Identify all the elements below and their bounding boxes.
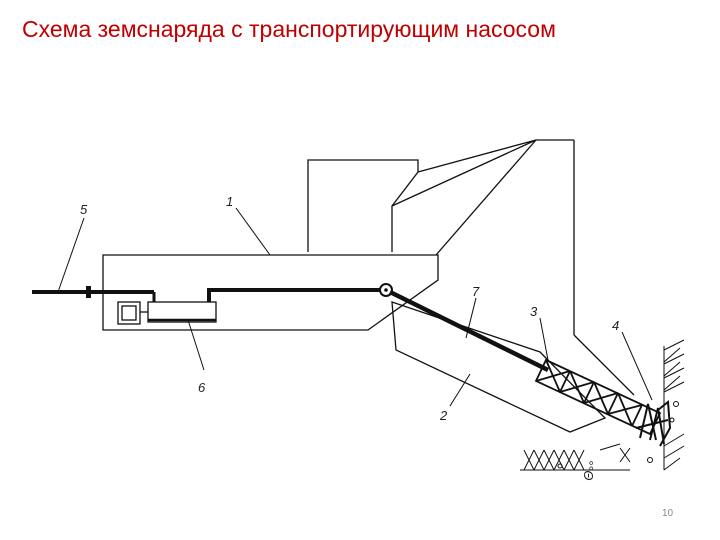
leader-lines xyxy=(57,207,653,407)
pivot-joint xyxy=(379,283,393,297)
transport-pump-truss xyxy=(534,358,662,436)
superstructure xyxy=(307,139,635,396)
label-3: 3 xyxy=(530,304,538,319)
hull xyxy=(102,254,439,331)
label-5: 5 xyxy=(80,202,88,217)
label-2: 2 xyxy=(439,408,448,423)
slide-title: Схема земснаряда с транспортирующим насо… xyxy=(22,16,556,42)
label-7: 7 xyxy=(472,284,480,299)
seabed-marks: °°Θ xyxy=(581,460,596,481)
discharge-pipeline xyxy=(32,286,385,302)
cutter-head xyxy=(635,400,672,447)
page-number: 10 xyxy=(662,508,674,519)
label-6: 6 xyxy=(198,380,206,395)
label-1: 1 xyxy=(226,194,233,209)
main-pump xyxy=(117,301,217,325)
suction-pipe xyxy=(389,289,549,373)
seabed-hatching xyxy=(520,339,685,471)
ladder-frame xyxy=(391,301,607,433)
label-4: 4 xyxy=(612,318,619,333)
